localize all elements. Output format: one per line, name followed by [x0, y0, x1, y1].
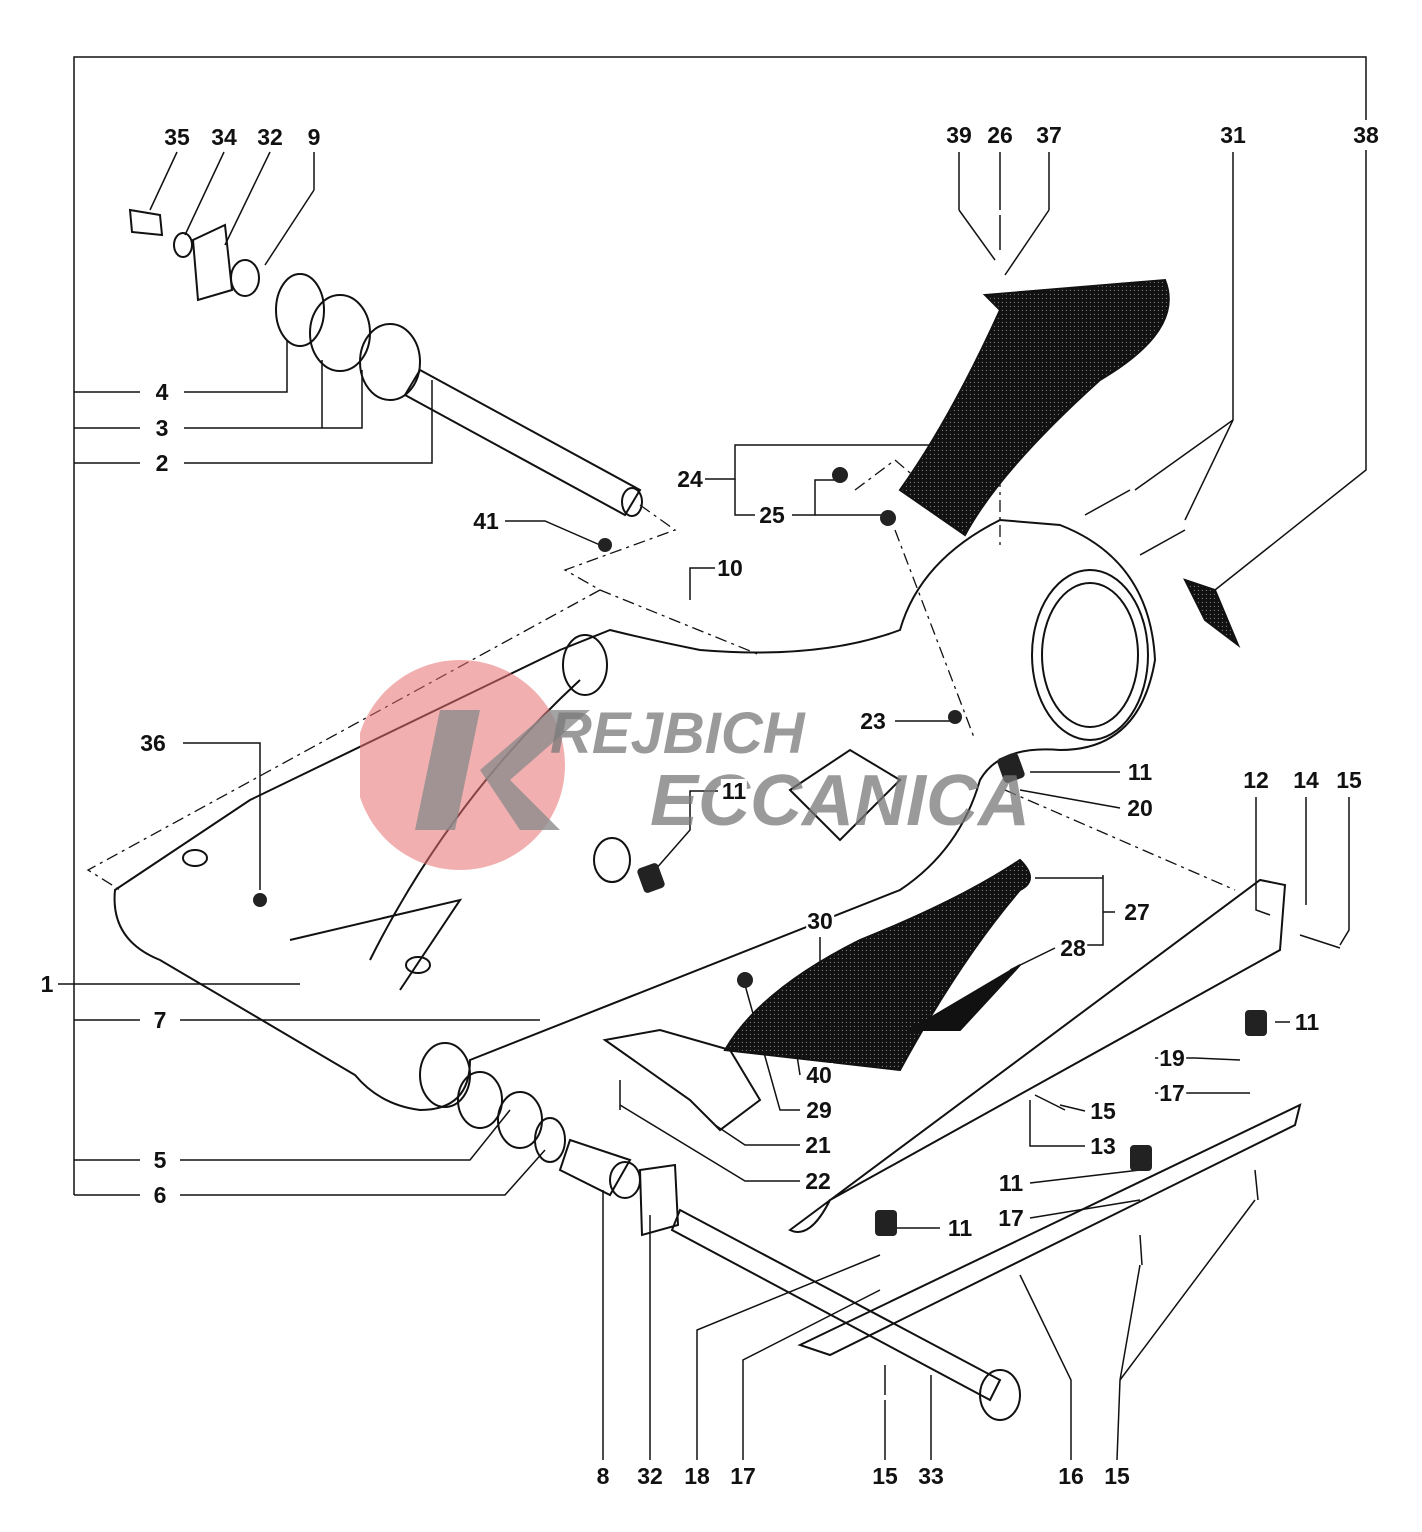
callout-label: 29: [805, 1097, 833, 1123]
callout-label: 8: [595, 1463, 611, 1489]
callout-label: 11: [997, 1170, 1025, 1196]
callout-label: 18: [683, 1463, 711, 1489]
callout-label: 28: [1059, 935, 1087, 961]
callout-label: 6: [152, 1182, 168, 1208]
callout-label: 11: [946, 1215, 974, 1241]
leader-lines: [58, 56, 1367, 1461]
watermark-line1: REJBICH: [550, 701, 805, 766]
callout-label: 35: [163, 124, 191, 150]
pivot-shaft-parts: [128, 208, 643, 517]
callout-label: 11: [1126, 759, 1154, 785]
callout-label: 9: [306, 124, 322, 150]
callout-label: 31: [1219, 122, 1247, 148]
callout-label: 21: [804, 1132, 832, 1158]
callout-label: 17: [997, 1205, 1025, 1231]
callout-label: 39: [945, 122, 973, 148]
callout-label: 1: [39, 971, 55, 997]
callout-label: 26: [986, 122, 1014, 148]
callout-label: 33: [917, 1463, 945, 1489]
callout-label: 15: [1335, 767, 1363, 793]
callout-label: 2: [154, 450, 170, 476]
chain-slider: [602, 878, 1302, 1357]
callout-label: 22: [804, 1168, 832, 1194]
callout-label: 38: [1352, 122, 1380, 148]
rear-shaft-parts: [457, 1071, 1021, 1421]
callout-label: 19: [1158, 1045, 1186, 1071]
callout-label: 32: [256, 124, 284, 150]
callout-label: 23: [859, 708, 887, 734]
callout-label: 15: [1103, 1463, 1131, 1489]
callout-label: 10: [716, 555, 744, 581]
callout-label: 11: [720, 778, 748, 804]
callout-label: 24: [676, 466, 704, 492]
callout-label: 13: [1089, 1133, 1117, 1159]
callout-label: 14: [1292, 767, 1320, 793]
callout-label: 17: [1158, 1080, 1186, 1106]
callout-label: 34: [210, 124, 238, 150]
callout-label: 36: [139, 730, 167, 756]
callout-label: 27: [1123, 899, 1151, 925]
callout-label: 37: [1035, 122, 1063, 148]
chain-guards: [723, 278, 1241, 1072]
bolts: [619, 215, 1341, 1395]
callout-label: 16: [1057, 1463, 1085, 1489]
callout-label: 15: [871, 1463, 899, 1489]
bushings: [253, 467, 1267, 1236]
callout-label: 5: [152, 1147, 168, 1173]
callout-label: 30: [806, 908, 834, 934]
callout-label: 20: [1126, 795, 1154, 821]
callout-label: 17: [729, 1463, 757, 1489]
callout-label: 32: [636, 1463, 664, 1489]
watermark-line2: ECCANICA: [650, 761, 1031, 841]
callout-label: 3: [154, 415, 170, 441]
callout-label: 11: [1293, 1009, 1321, 1035]
callout-label: 7: [152, 1007, 168, 1033]
callout-label: 12: [1242, 767, 1270, 793]
callout-label: 4: [154, 379, 170, 405]
callout-label: 25: [758, 502, 786, 528]
callout-label: 41: [472, 508, 500, 534]
callout-label: 15: [1089, 1098, 1117, 1124]
watermark-circle-icon: [360, 660, 590, 870]
callout-label: 40: [805, 1062, 833, 1088]
